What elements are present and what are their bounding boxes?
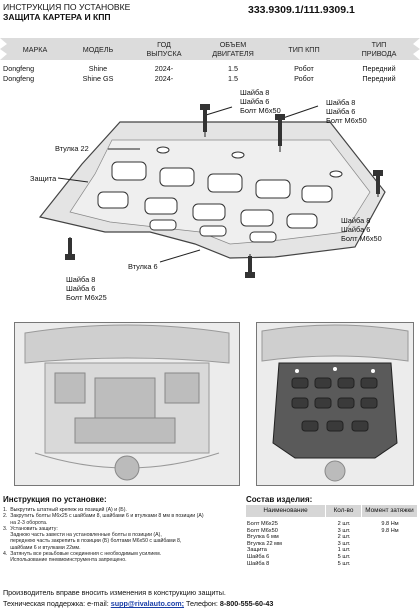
vehicle-table-cell: Робот	[294, 64, 314, 73]
components-cell: 3 шт.	[337, 540, 351, 547]
vehicle-col-header: ТИП КПП	[288, 45, 320, 54]
components-cell: Болт М6х25	[247, 521, 278, 527]
instruction-line: 2. Закрутить болты М6х25 с шайбами 8, ша…	[3, 513, 204, 520]
label-vtulka6: Втулка 6	[128, 262, 158, 271]
components-cell: Шайба 6	[247, 554, 270, 560]
components-title: Состав изделия:	[246, 495, 313, 504]
components-cell: Шайба 8	[247, 560, 270, 567]
instruction-line: шайбами 6 и втулками 22мм.	[3, 544, 81, 551]
footer-support: Техническая поддержка: e-mail: supp@riva…	[3, 599, 274, 608]
components-cell: Втулка 6 мм	[247, 534, 279, 541]
label-zaschita: Защита	[30, 174, 57, 183]
components-cell: 5 шт.	[337, 560, 351, 567]
vehicle-table-cell: Робот	[294, 74, 314, 83]
instruction-line: 1. Выкрутить штатный крепеж из позиций (…	[3, 507, 127, 513]
footer-disclaimer: Производитель вправе вносить изменения в…	[3, 588, 226, 597]
instruction-line: 3. Установить защиту:	[3, 525, 58, 532]
support-phone: 8-800-555-60-43	[219, 599, 274, 608]
components-cell: 9.8 Нм	[381, 521, 399, 527]
underbody-photo-installed	[256, 322, 414, 486]
vehicle-table-cell: Dongfeng	[3, 74, 35, 83]
components-cell: 9.8 Нм	[381, 527, 399, 534]
instruction-line: переднюю часть закрепить в позиции (Б) б…	[3, 538, 182, 545]
vehicle-col-header: МОДЕЛЬ	[82, 45, 114, 54]
assembly-diagram	[38, 104, 386, 278]
components-cell: 2 шт.	[337, 521, 351, 527]
instruction-line: Заднюю часть завести на установленные бо…	[3, 532, 162, 539]
title-line1: ИНСТРУКЦИЯ ПО УСТАНОВКЕ	[3, 2, 131, 12]
vehicle-table-cell: Shine	[88, 64, 108, 73]
components-cell: 1 шт.	[337, 547, 351, 554]
vehicle-table-cell: Передний	[362, 64, 396, 73]
vehicle-table-cell: 1.5	[228, 74, 238, 83]
components-cell: 2 шт.	[337, 534, 351, 541]
vehicle-table-cell: 2024-	[154, 64, 174, 73]
components-cell: 3 шт.	[337, 527, 351, 534]
instruction-line: на 2-3 оборота.	[3, 519, 48, 526]
instruction-line: Использование пневмоинструмента запрещен…	[3, 557, 127, 564]
label-bottom-left-fasteners: Шайба 8 Шайба 6 Болт М6х25	[66, 275, 107, 302]
instruction-line: 4. Затянуть все резьбовые соединения с н…	[3, 551, 162, 558]
components-col-header: Наименование	[246, 505, 325, 517]
title-line2: ЗАЩИТА КАРТЕРА И КПП	[3, 12, 111, 22]
instructions-title: Инструкция по установке:	[3, 495, 107, 504]
label-vtulka22: Втулка 22	[55, 144, 89, 153]
label-right-fasteners: Шайба 8 Шайба 6 Болт М6х50	[341, 216, 382, 243]
components-col-header: Кол-во	[326, 505, 361, 517]
underbody-photo-before	[14, 322, 240, 486]
support-email-link[interactable]: supp@rivalauto.com;	[110, 599, 185, 608]
components-cell: Болт М6х50	[247, 527, 278, 534]
vehicle-table-cell: Передний	[362, 74, 396, 83]
label-top-right-fasteners: Шайба 8 Шайба 6 Болт М6х50	[326, 98, 367, 125]
components-cell: Защита	[247, 547, 267, 554]
document-title: ИНСТРУКЦИЯ ПО УСТАНОВКЕ ЗАЩИТА КАРТЕРА И…	[3, 2, 243, 22]
vehicle-col-header: МАРКА	[22, 45, 48, 54]
product-code: 333.9309.1/111.9309.1	[248, 4, 355, 16]
table-header-band	[0, 38, 420, 60]
vehicle-table-cell: 2024-	[154, 74, 174, 83]
components-col-header: Момент затяжки	[362, 505, 417, 517]
components-cell: 5 шт.	[337, 554, 351, 560]
vehicle-table-cell: Dongfeng	[3, 64, 35, 73]
vehicle-table-cell: Shine GS	[82, 74, 114, 83]
label-top-left-fasteners: Шайба 8 Шайба 6 Болт М6х50	[240, 88, 281, 115]
vehicle-table-cell: 1.5	[228, 64, 238, 73]
instructions-list: 1. Выкрутить штатный крепеж из позиций (…	[3, 507, 243, 564]
components-cell: Втулка 22 мм	[247, 540, 282, 547]
